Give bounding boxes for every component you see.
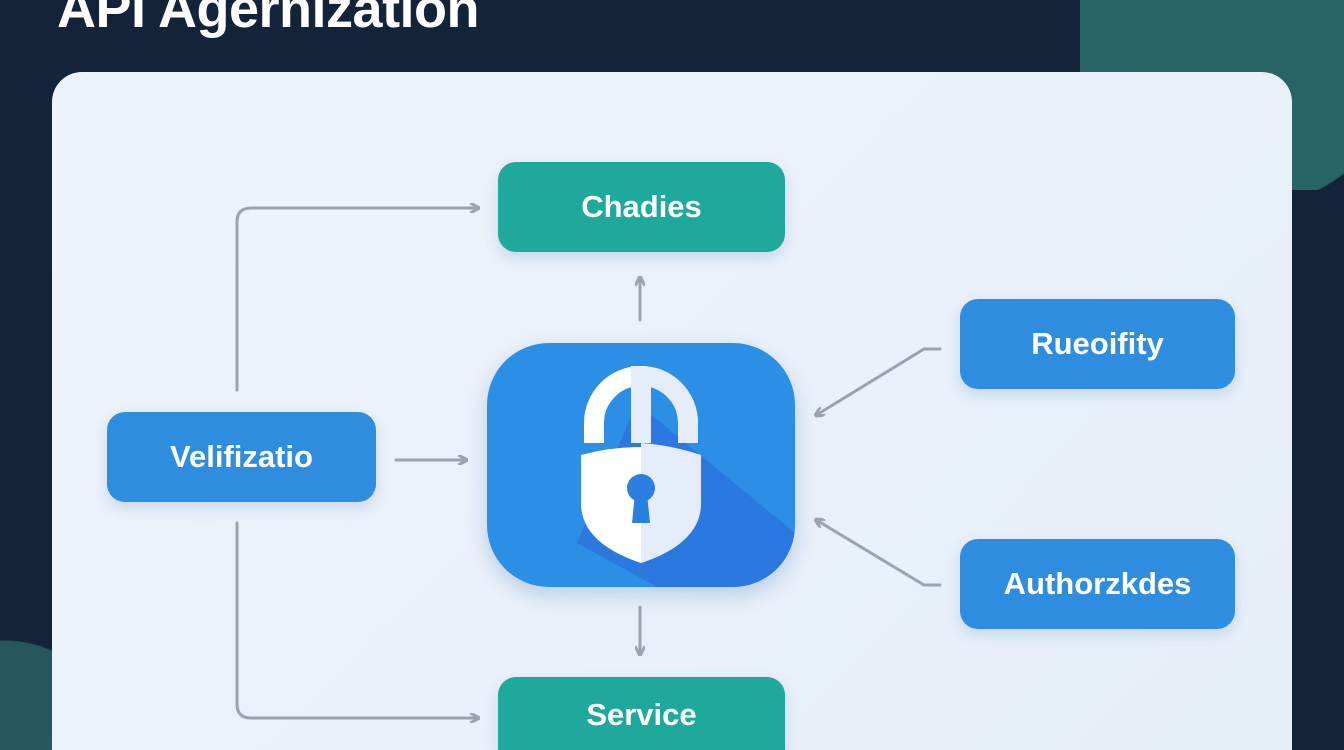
diagram-title: API Agernization [57,0,480,39]
arrow-left-to-top [235,208,476,392]
node-chadies: Chadies [498,162,785,252]
node-authorzkdes: Authorzkdes [960,539,1235,629]
center-lock-tile [487,343,795,587]
arrow-righttop-to-center [818,347,942,414]
node-service: Service [498,677,785,750]
node-velifizatio: Velifizatio [107,412,376,502]
node-rueoifity: Rueoifity [960,299,1235,389]
arrow-left-to-bottom [235,521,476,718]
lock-shield-icon [487,343,795,587]
arrow-rightbottom-to-center [818,521,942,587]
